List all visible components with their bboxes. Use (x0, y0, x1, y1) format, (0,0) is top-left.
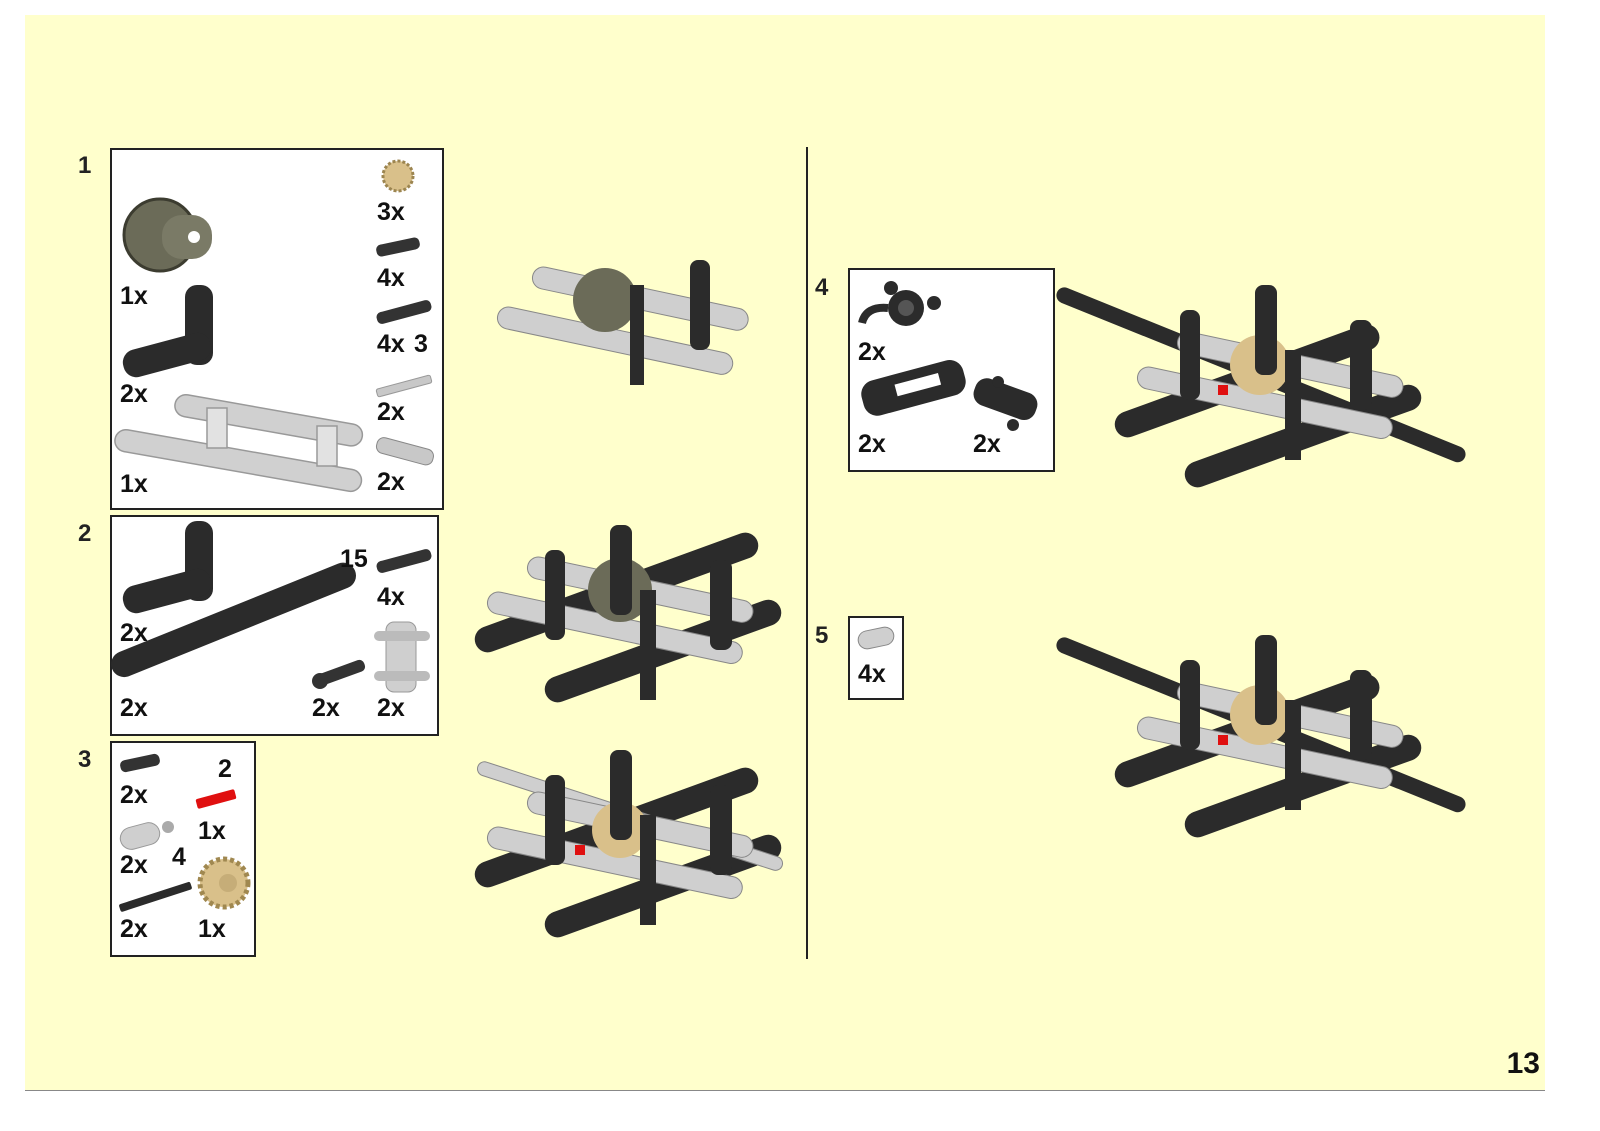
axle-connector-icon (857, 626, 895, 650)
differential-icon (122, 197, 212, 273)
step-2-qty-axle-pin: 4x (377, 583, 405, 611)
step-1-parts-box: 1x 2x 1x 3x 4x 4x 3 2x 2x (110, 148, 444, 510)
step-2-qty-l-beam: 2x (120, 619, 148, 647)
steering-arm-icon (858, 281, 941, 326)
step-3-qty-cv-joint: 2x (120, 851, 148, 879)
step-5-number: 5 (815, 622, 829, 649)
l-beam-icon (122, 521, 213, 614)
step-3-size-axle-red: 2 (218, 755, 232, 783)
assembly-step-5-image (1056, 635, 1466, 838)
step-3-qty-axle-red: 1x (198, 817, 226, 845)
step-2-parts-box: 2x 15 2x 4x 2x 2x (110, 515, 439, 736)
fork-connector-icon (861, 360, 966, 416)
column-divider (806, 147, 808, 959)
assembly-step-4-image (1056, 285, 1466, 488)
black-axle-icon (119, 881, 192, 912)
assembly-step-2-image (474, 525, 782, 703)
step-3-parts-box: 2x 2 1x 2x 4 2x 1x (110, 741, 256, 957)
step-4-qty-steering-arm: 2x (858, 338, 886, 366)
universal-joint-icon (375, 437, 434, 466)
pin-connector-block-icon (374, 621, 430, 693)
step-1-size-axle-pin: 3 (414, 330, 428, 358)
step-3-qty-pin: 2x (120, 781, 148, 809)
page-number: 13 (1506, 1047, 1540, 1080)
l-beam-icon (122, 285, 213, 378)
step-2-number: 2 (78, 520, 92, 547)
step-2-qty-beam: 2x (120, 694, 148, 722)
open-frame-icon (114, 393, 364, 493)
step-3-qty-axle-black: 2x (120, 915, 148, 943)
axle-pin-icon (376, 549, 432, 573)
step-1-number: 1 (78, 152, 92, 179)
step-1-qty-frame: 1x (120, 470, 148, 498)
cv-joint-icon (119, 821, 174, 850)
step-1-qty-axle: 2x (377, 398, 405, 426)
axle-icon (375, 374, 433, 398)
bevel-gear-icon (197, 856, 251, 910)
step-1-qty-axle-pin: 4x (377, 330, 405, 358)
step-1-qty-gear: 3x (377, 198, 405, 226)
step-4-number: 4 (815, 274, 829, 301)
step-1-qty-l-beam: 2x (120, 380, 148, 408)
step-1-qty-differential: 1x (120, 282, 148, 310)
step-2-qty-axle-pin-bush: 2x (312, 694, 340, 722)
step-5-qty-axle-connector: 4x (858, 660, 886, 688)
step-4-parts-box: 2x 2x 2x (848, 268, 1055, 472)
connector-pin-icon (376, 237, 420, 257)
step-1-qty-ujoint: 2x (377, 468, 405, 496)
step-3-qty-gear: 1x (198, 915, 226, 943)
step-5-parts-box: 4x (848, 616, 904, 700)
connector-pin-icon (120, 753, 160, 773)
step-1-qty-pin: 4x (377, 264, 405, 292)
step-3-size-axle-black: 4 (172, 843, 186, 871)
gear-12-icon (381, 159, 415, 193)
red-axle-icon (195, 789, 237, 809)
assembly-step-3-image (474, 750, 784, 938)
hub-icon (973, 376, 1038, 431)
assembly-step-1-image (496, 260, 749, 385)
beam-15-icon (111, 562, 356, 678)
step-4-qty-fork: 2x (858, 430, 886, 458)
axle-pin-long-icon (376, 300, 432, 324)
step-2-size-beam: 15 (340, 545, 368, 573)
step-3-number: 3 (78, 746, 92, 773)
step-4-qty-hub: 2x (973, 430, 1001, 458)
axle-pin-bush-icon (312, 659, 366, 689)
step-2-qty-block: 2x (377, 694, 405, 722)
